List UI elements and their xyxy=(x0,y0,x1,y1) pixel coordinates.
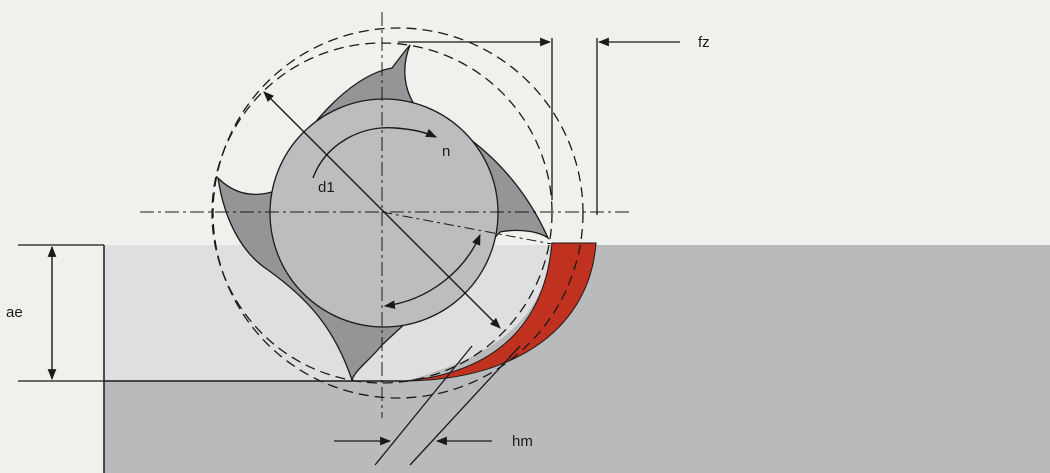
ae-label: ae xyxy=(6,304,23,321)
hm-ext-right xyxy=(409,345,521,466)
hm-label: hm xyxy=(512,433,533,450)
fz-label: fz xyxy=(698,34,710,51)
hm-ext-left xyxy=(374,345,473,466)
engagement-angle-arc xyxy=(383,233,481,310)
n-label: n xyxy=(442,143,450,160)
rotation-arrow xyxy=(312,127,438,179)
cutter-core xyxy=(269,98,499,328)
d1-label: d1 xyxy=(318,179,335,196)
tool-path-circle-outer xyxy=(212,27,584,399)
